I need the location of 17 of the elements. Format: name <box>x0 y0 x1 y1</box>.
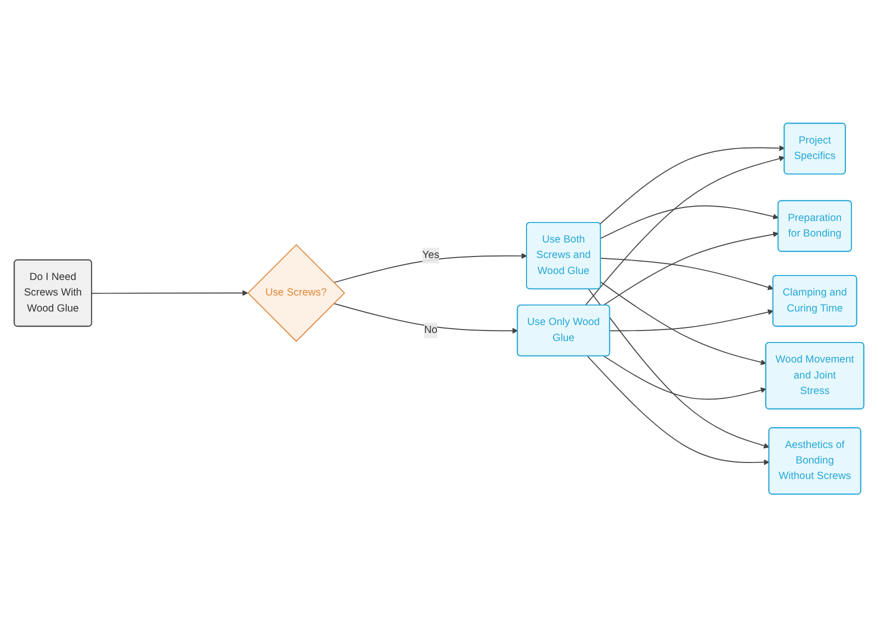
arrow <box>600 145 785 224</box>
arrow <box>333 302 518 334</box>
arrow <box>602 231 779 306</box>
arrow <box>333 252 528 283</box>
arrow <box>600 205 779 239</box>
arrow <box>588 288 770 448</box>
arrow <box>603 356 766 400</box>
arrow <box>584 156 785 306</box>
arrow <box>91 290 248 296</box>
flowchart-diagram: Yes No Do I Need Screws With Wood Glue Use Screws? Use Both Screws and Wood Glue Use Only Wood Glue Project Specifics Preparation for Bonding Clamping and Curing Time Wood Movement and Joint Stress Aesthetics of Bonding Without Screws <box>9 118 869 500</box>
edge-label: No <box>424 324 438 336</box>
arrow <box>587 356 770 465</box>
arrow <box>600 281 766 365</box>
edge-label: Yes <box>422 250 440 261</box>
node-diamond <box>247 244 346 342</box>
arrow <box>600 258 774 290</box>
arrow <box>609 309 774 332</box>
